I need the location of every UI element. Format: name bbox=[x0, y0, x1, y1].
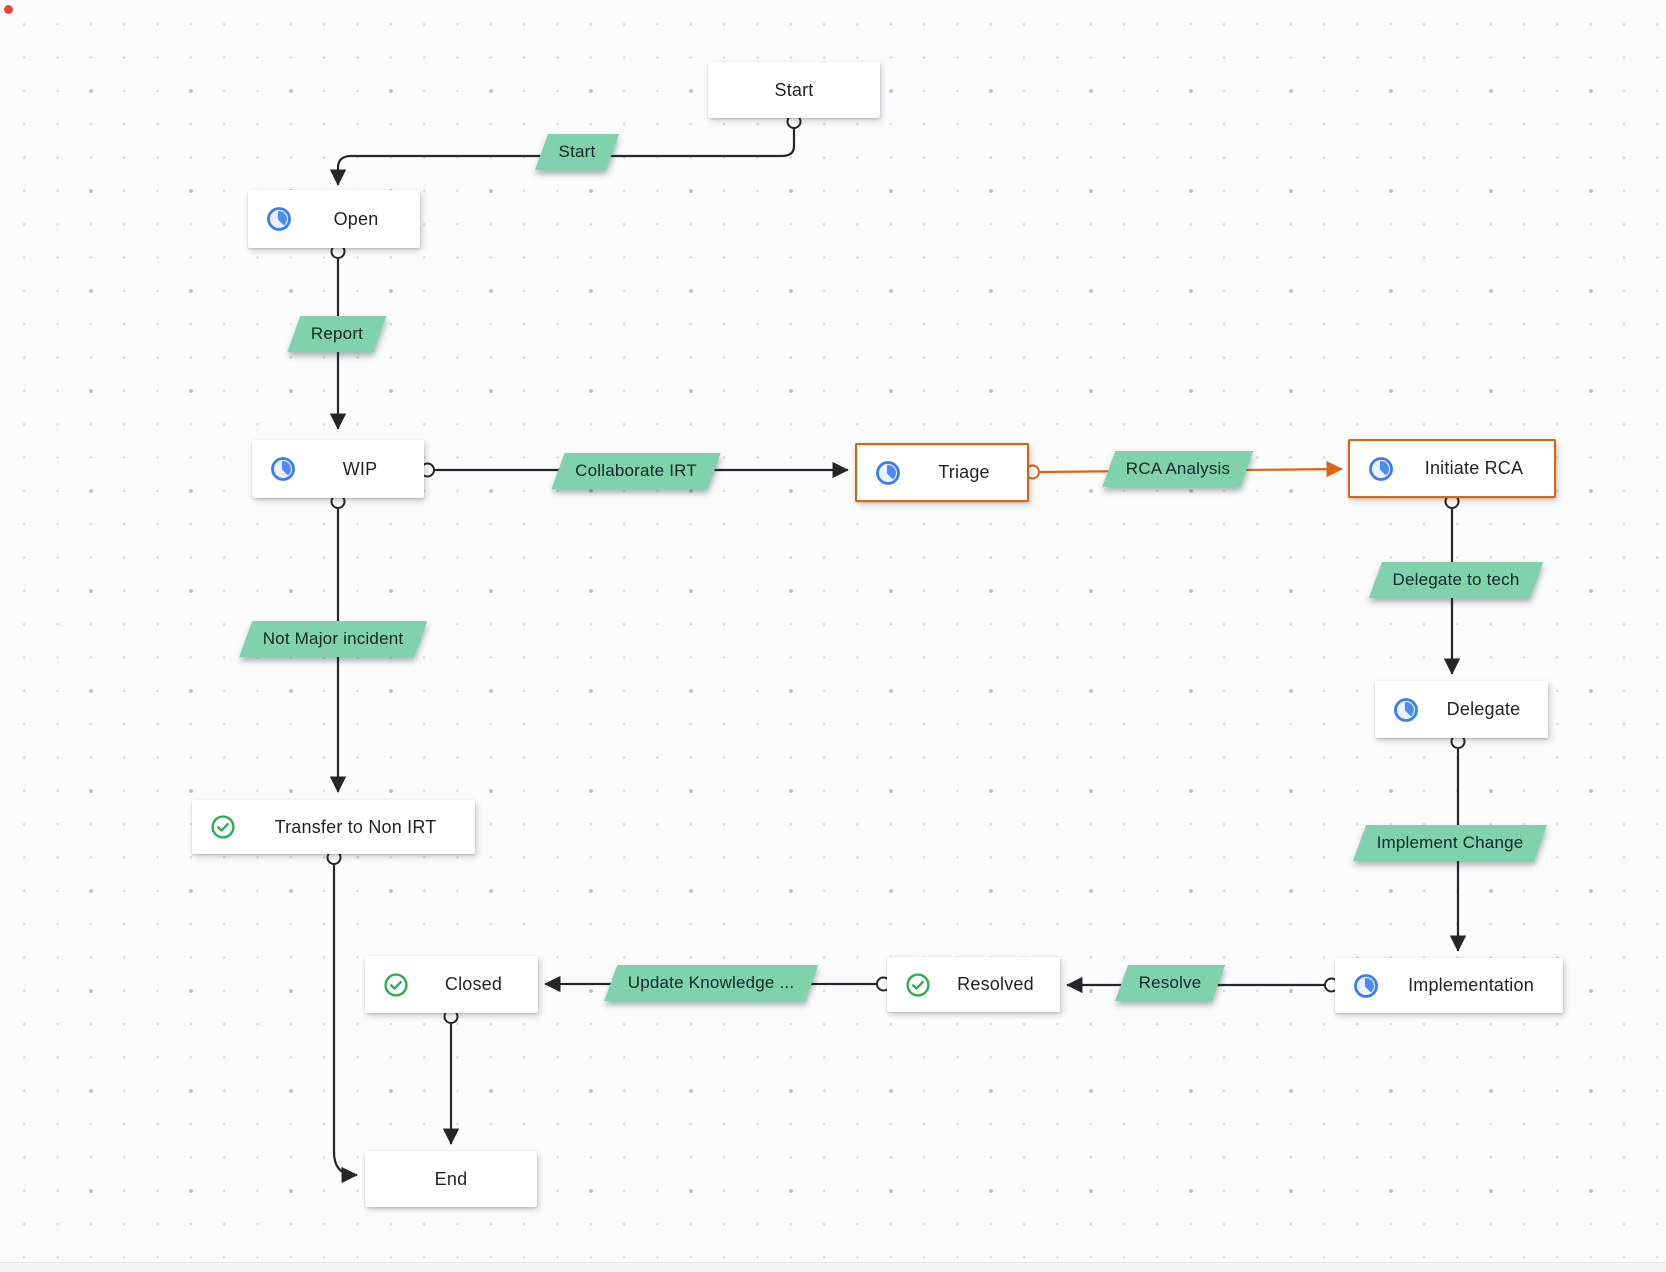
node-transfer-to-non-irt[interactable]: Transfer to Non IRT bbox=[192, 800, 475, 854]
transition-label-rca-analysis[interactable]: RCA Analysis bbox=[1102, 451, 1254, 487]
transition-label-update-knowledge[interactable]: Update Knowledge ... bbox=[604, 965, 818, 1001]
node-implementation-label: Implementation bbox=[1408, 975, 1534, 995]
node-closed[interactable]: Closed bbox=[365, 956, 538, 1013]
node-triage-label: Triage bbox=[938, 462, 990, 482]
status-in-progress-icon bbox=[266, 206, 292, 232]
node-delegate[interactable]: Delegate bbox=[1375, 681, 1548, 738]
status-in-progress-icon bbox=[1353, 973, 1379, 999]
horizontal-scrollbar[interactable] bbox=[0, 1262, 1666, 1272]
node-delegate-label: Delegate bbox=[1446, 699, 1521, 719]
status-done-icon bbox=[210, 814, 236, 840]
node-transfer-to-non-irt-label: Transfer to Non IRT bbox=[274, 816, 437, 837]
transition-label-delegate-to-tech[interactable]: Delegate to tech bbox=[1368, 562, 1544, 598]
node-start[interactable]: Start bbox=[708, 62, 880, 118]
red-indicator-dot bbox=[4, 5, 13, 14]
transition-label-not-major-incident[interactable]: Not Major incident bbox=[239, 621, 427, 657]
status-in-progress-icon bbox=[270, 456, 296, 482]
node-end[interactable]: End bbox=[365, 1151, 537, 1207]
edge-transfer-end[interactable] bbox=[332, 864, 358, 1184]
node-resolved[interactable]: Resolved bbox=[887, 957, 1060, 1012]
status-in-progress-icon bbox=[1368, 456, 1394, 482]
node-wip-label: WIP bbox=[342, 458, 378, 479]
transition-label-collaborate-irt[interactable]: Collaborate IRT bbox=[551, 453, 721, 489]
transition-label-start[interactable]: Start bbox=[534, 134, 620, 170]
node-open-label: Open bbox=[333, 208, 379, 229]
status-done-icon bbox=[383, 972, 409, 998]
status-done-icon bbox=[905, 972, 931, 998]
node-wip[interactable]: WIP bbox=[252, 440, 424, 498]
node-resolved-label: Resolved bbox=[957, 974, 1034, 994]
node-closed-label: Closed bbox=[444, 974, 503, 994]
node-end-label: End bbox=[434, 1168, 468, 1189]
node-implementation[interactable]: Implementation bbox=[1335, 958, 1563, 1013]
node-start-label: Start bbox=[774, 79, 814, 100]
status-in-progress-icon bbox=[1393, 697, 1419, 723]
node-triage[interactable]: Triage bbox=[855, 443, 1029, 502]
node-open[interactable]: Open bbox=[248, 190, 420, 248]
transition-label-report[interactable]: Report bbox=[287, 316, 387, 352]
transition-label-resolve[interactable]: Resolve bbox=[1115, 965, 1225, 1001]
transition-label-implement-change[interactable]: Implement Change bbox=[1353, 825, 1547, 861]
status-in-progress-icon bbox=[875, 460, 901, 486]
node-initiate-rca-label: Initiate RCA bbox=[1424, 458, 1524, 478]
node-initiate-rca[interactable]: Initiate RCA bbox=[1348, 439, 1556, 498]
